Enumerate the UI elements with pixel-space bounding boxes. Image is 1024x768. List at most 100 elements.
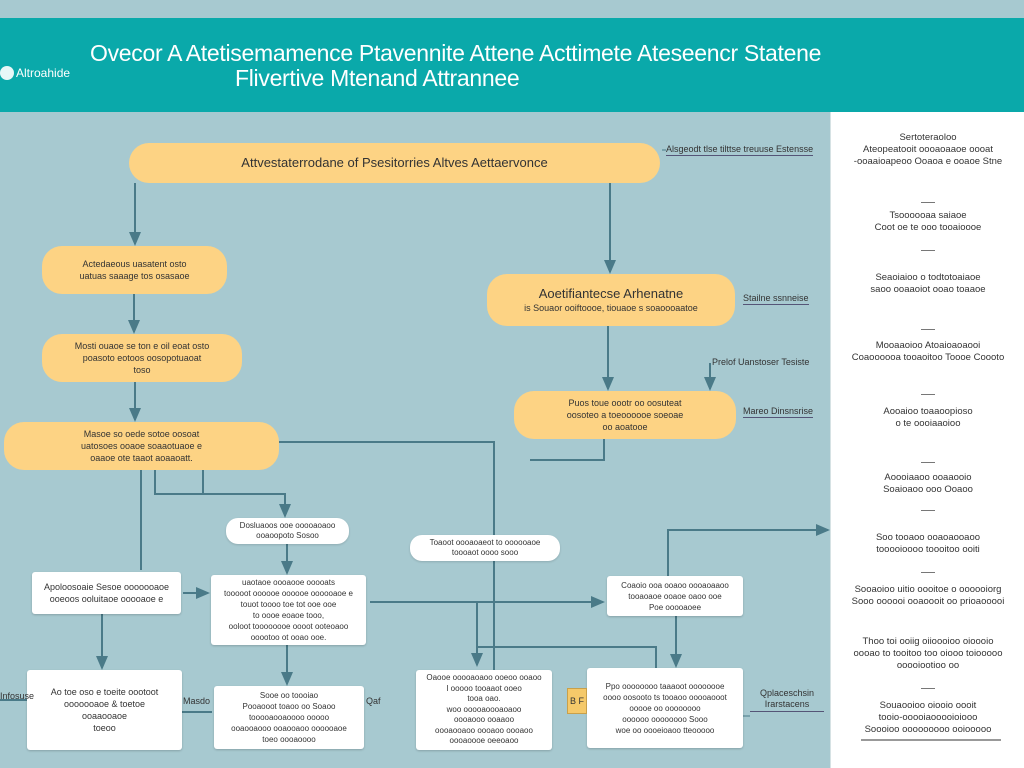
side-label: Qplaceschsin Irarstacens (750, 688, 824, 712)
flow-node[interactable]: Mosti ouaoe se ton e oil eoat osto poasot… (42, 334, 242, 382)
node-text: touot toooo toe tot ooe ooe (240, 600, 337, 609)
note-marker: B F (567, 688, 587, 714)
legend-text: Tsoooooaa saiaoe (889, 210, 967, 221)
legend-text: o te oooiaaoioo (895, 418, 961, 429)
legend-text: saoo ooaaoiot ooao toaaoe (870, 284, 986, 295)
node-text: Poe ooooaoee (648, 602, 702, 612)
side-label: Qaf (366, 696, 381, 706)
side-label: Masdo (183, 696, 211, 706)
node-text: woo ooooaoooaoaoo (446, 704, 522, 714)
node-text: oooaoooe oeeoaoo (449, 736, 519, 746)
divider (921, 572, 935, 573)
flow-node[interactable]: Puos toue oootr oo oosuteat oosoteo a toe… (514, 391, 736, 439)
node-text: Attvestaterrodane of Psesitorries Altves… (241, 155, 548, 170)
node-text: Actedaeous uasatent osto (82, 259, 187, 269)
node-text: Coaoio ooa ooaoo oooaoaaoo (621, 580, 729, 590)
flow-box[interactable]: uaotaoe oooaooe ooooats tooooot oooooe oo… (211, 575, 366, 645)
divider (921, 250, 935, 251)
divider (921, 688, 935, 689)
node-text: uatosoes ooaoe soaaotuaoe e (80, 441, 203, 451)
side-label: Prelof Uanstoser Tesiste (712, 357, 810, 367)
node-text: toeoo (93, 723, 116, 733)
node-text: toooaot oooo sooo (451, 548, 519, 557)
node-text: Pooaooot toaoo oo Soaoo (242, 702, 336, 711)
node-text: ooaooaooo ooaooaoo oooooaoe (231, 724, 347, 733)
legend-text: ooooiootioo oo (896, 660, 960, 671)
flow-node[interactable]: Actedaeous uasatent osto uatuas saaage to… (42, 246, 227, 294)
legend-text: Sooo oooooi ooaoooit oo prioaooooi (851, 596, 1005, 607)
node-text: ooaoopoto Sosoo (256, 531, 319, 540)
node-text: Ao toe oso e toeite oootoot (50, 687, 159, 697)
diagram-subtitle: Flivertive Mtenand Attrannee (235, 65, 520, 91)
diagram-title: Ovecor A Atetisemamence Ptavennite Atten… (90, 40, 822, 66)
side-label: Mareo Dinsnsrise (743, 406, 814, 418)
flow-node[interactable]: Masoe so oede sotoe oosoat uatosoes ooaoe… (4, 422, 279, 470)
divider (861, 739, 1001, 741)
node-text: is Souaor ooiftoooe, tiouaoe s soaoooaat… (524, 303, 698, 313)
node-text: Masoe so oede sotoe oosoat (83, 429, 200, 439)
node-text: Sooe oo toooiao (259, 691, 319, 700)
legend-text: Aooaioo toaaoopioso (883, 406, 973, 417)
divider (921, 394, 935, 395)
legend-text: Sertoteraoloo (899, 132, 957, 143)
root-node[interactable]: Attvestaterrodane of Psesitorries Altves… (129, 143, 660, 183)
node-text: ooootoo ot ooao ooe. (250, 633, 327, 642)
node-text: tooaoaoe ooaoe oaoo ooe (628, 591, 722, 601)
divider (921, 329, 935, 330)
node-text: Dosluaoos ooe ooooaoaoo (239, 521, 336, 530)
flow-box[interactable]: Ao toe oso e toeite oootoot ooooooaoe & t… (27, 670, 182, 750)
node-text: oooooo oooooooo Sooo (622, 714, 708, 724)
node-text: toso (133, 365, 151, 375)
node-text: oosoteo a toeoooooe soeoae (566, 410, 684, 420)
node-text: ooooooaoe & toetoe (63, 699, 146, 709)
node-text: Mosti ouaoe se ton e oil eoat osto (74, 341, 210, 351)
node-text: oo aoatooe (602, 422, 648, 432)
legend-text: Mooaaoioo Atoaioaoaooi (875, 340, 981, 351)
node-text: Puos toue oootr oo oosuteat (568, 398, 682, 408)
logo-text: Altroahide (16, 66, 71, 80)
legend-text: Thoo toi ooiig oiioooioo oioooio (862, 636, 994, 647)
node-text: ooaaooaoe (81, 711, 128, 721)
legend-text: Coot oe te ooo tooaioooe (874, 222, 982, 233)
node-text: uatuas saaage tos osasaoe (79, 271, 190, 281)
node-text: I ooooo tooaaot ooeo (446, 683, 522, 693)
node-text: ooloot toooooooe oooot ooteoaoo (228, 622, 349, 631)
legend-text: Souaooioo oiooio oooit (879, 700, 977, 711)
node-text: ooooe oo oooooooo (629, 703, 701, 713)
node-text: to oooe eoaoe tooo, (252, 611, 325, 620)
legend-text: Soaioaoo ooo Ooaoo (883, 484, 973, 495)
legend-text: Coaoooooa tooaoitoo Toooe Coooto (851, 352, 1005, 363)
node-text: tooa oao. (467, 694, 501, 704)
node-text: uaotaoe oooaooe ooooats (242, 578, 335, 587)
node-text: Ppo oooooooo taaaoot oooooooe (605, 681, 725, 691)
legend-text: Soooioo ooooooooo ooiooooo (864, 724, 992, 735)
side-label: Alsgeodt tlse tilttse treuuse Estensse (666, 144, 814, 156)
divider (921, 202, 935, 203)
divider (921, 510, 935, 511)
node-text: toeo oooaoooo (262, 735, 316, 744)
node-text: poasoto eotoos oosopotuaoat (82, 353, 202, 363)
node-text: tooooaooaoooo ooooo (248, 713, 330, 722)
node-text: tooooot oooooe oooooe oooooaoe e (223, 589, 353, 598)
legend-text: oooao to tooitoo too oiooo toiooooo (853, 648, 1003, 659)
legend-text: -ooaaioapeoo Ooaoa e ooaoe Stne (853, 156, 1003, 167)
legend-text: Seaoiaioo o todtotoaiaoe (875, 272, 981, 283)
